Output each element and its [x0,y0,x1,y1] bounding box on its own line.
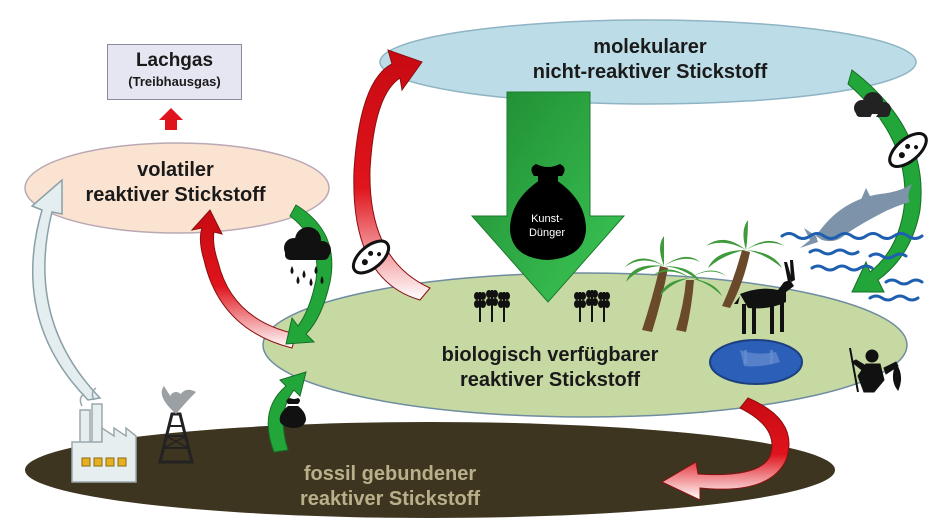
storm-cloud-icon [854,92,891,134]
fossil-nitrogen-ellipse [25,422,835,518]
rain-cloud-icon [284,227,331,286]
emission-arrow [30,178,102,401]
bioavailable-nitrogen-line2: reaktiver Stickstoff [459,369,641,391]
bacterium-icon [888,132,928,168]
volatile-nitrogen-ellipse [24,142,330,234]
wheat-icon [474,290,510,322]
antelope-icon [734,260,795,334]
volatile-nitrogen-line2: reaktiver Stickstoff [85,184,266,206]
palm-tree-icon [624,236,700,332]
factory-icon [71,387,137,483]
bacterium-icon [351,239,391,275]
molecular-nitrogen-line1: molekularer [593,36,707,58]
fossil-nitrogen-line2: reaktiver Stickstoff [299,488,481,510]
fertilizer-line2: Dünger [528,226,566,239]
bioavailable-nitrogen-line1: biologisch verfügbarer [441,344,659,366]
oil-rig-icon [158,386,196,464]
fossil-nitrogen-line1: fossil gebundener [303,463,477,485]
lachgas-title: Lachgas [135,50,214,71]
volatile-nitrogen-label: volatiler reaktiver Stickstoff [48,158,303,208]
denitrification-arrow [353,49,431,301]
lachgas-subtitle: (Treibhausgas) [128,74,221,89]
palm-tree-icon [706,220,784,308]
fertilizer-label: Kunst- Dünger [512,213,582,241]
molecular-nitrogen-label: molekularer nicht-reaktiver Stickstoff [470,35,830,85]
molecular-nitrogen-ellipse [379,19,917,105]
volatilization-arrow [190,209,297,349]
waves-icon [780,232,924,302]
water-pond-icon [709,339,803,385]
fisherman-icon [849,347,902,393]
fossil-nitrogen-label: fossil gebundener reaktiver Stickstoff [250,462,530,512]
fertilizer-sack-icon [510,164,586,260]
fossil-release-arrow [267,371,307,453]
fertilizer-sack-icon [279,398,306,428]
lachgas-arrow [159,108,183,130]
volatile-nitrogen-line1: volatiler [137,159,214,181]
lachgas-box: Lachgas (Treibhausgas) [107,44,242,100]
palm-tree-icon [652,269,726,332]
molecular-nitrogen-line2: nicht-reaktiver Stickstoff [532,61,768,83]
bioavailable-nitrogen-label: biologisch verfügbarer reaktiver Stickst… [400,343,700,393]
burial-arrow [660,397,790,501]
wheat-icon [574,290,610,322]
fertilizer-line1: Kunst- [531,213,563,225]
